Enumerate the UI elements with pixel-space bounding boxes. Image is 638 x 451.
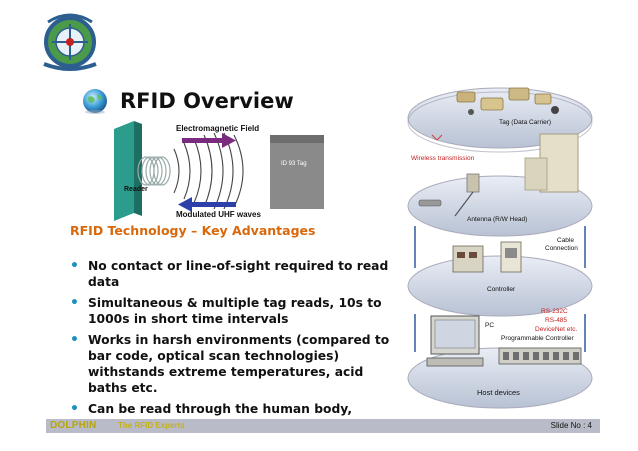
field-label: Electromagnetic Field — [176, 124, 260, 133]
controller-label: Controller — [487, 286, 516, 293]
wireless-transmission-label: Wireless transmission — [411, 155, 475, 162]
slide-title: RFID Overview — [120, 89, 294, 113]
list-item: • No contact or line-of-sight required to… — [70, 258, 400, 290]
bullet-text: Simultaneous & multiple tag reads, 10s t… — [88, 296, 382, 326]
plc-label: Programmable Controller — [501, 335, 574, 342]
list-item: • Simultaneous & multiple tag reads, 10s … — [70, 295, 400, 327]
title-row: RFID Overview — [80, 84, 294, 118]
rs232-label: RS-232C — [541, 308, 568, 315]
rfid-field-diagram: Electromagnetic Field Modulated UHF wave… — [112, 121, 328, 221]
bullet-dot-icon: • — [70, 295, 79, 311]
globe-icon — [83, 89, 107, 114]
advantages-heading: RFID Technology – Key Advantages — [70, 223, 316, 238]
antenna-label: Antenna (R/W Head) — [467, 216, 528, 223]
host-devices-label: Host devices — [477, 388, 520, 397]
tag-id-label: ID 93 Tag — [281, 161, 307, 167]
dolphin-seal-icon — [34, 6, 106, 74]
wave-label: Modulated UHF waves — [176, 210, 261, 219]
rs485-label: RS-485 — [545, 317, 568, 324]
advantages-list: • No contact or line-of-sight required to… — [70, 258, 400, 438]
rfid-system-illustration: Tag (Data Carrier) Wireless transmission… — [405, 76, 595, 416]
dolphin-logo — [34, 6, 106, 74]
bullet-dot-icon: • — [70, 401, 79, 417]
reader-label: Reader — [124, 186, 148, 193]
list-item: • Works in harsh environments (compared t… — [70, 332, 400, 396]
footer-tagline: The RFID Experts — [118, 421, 185, 430]
pc-label: PC — [485, 322, 495, 329]
cable-label-line2: Connection — [545, 245, 578, 252]
bullet-dot-icon: • — [70, 332, 79, 348]
tag-data-carrier-label: Tag (Data Carrier) — [499, 119, 552, 126]
system-layers-graphic — [407, 87, 593, 409]
cable-label-line1: Cable — [557, 237, 574, 244]
bullet-dot-icon: • — [70, 258, 79, 274]
bullet-text: No contact or line-of-sight required to … — [88, 259, 389, 289]
field-diagram-graphic — [114, 121, 324, 221]
slide-number: Slide No : 4 — [550, 421, 592, 430]
footer-brand: DOLPHIN — [50, 420, 97, 431]
devicenet-label: DeviceNet etc. — [535, 326, 578, 333]
footer-bar: DOLPHIN The RFID Experts Slide No : 4 — [46, 419, 600, 433]
bullet-text: Works in harsh environments (compared to… — [88, 333, 390, 395]
